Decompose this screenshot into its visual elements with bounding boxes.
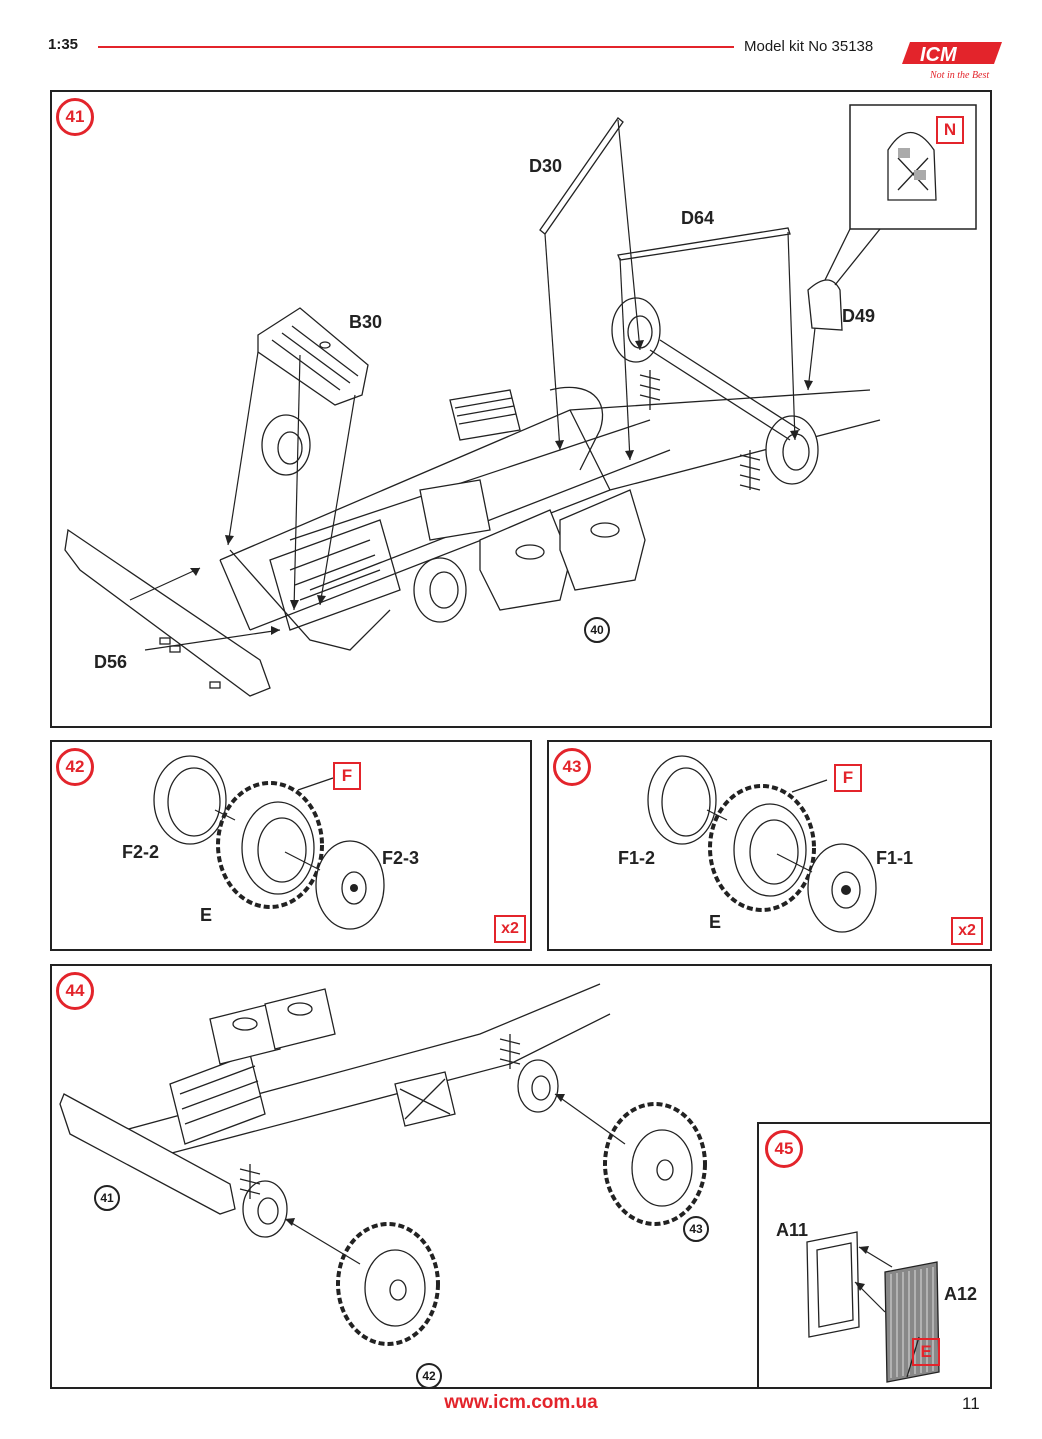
part-label-e: E	[709, 912, 722, 932]
quantity-x2: x2	[494, 915, 526, 943]
part-label-f1-1: F1-1	[876, 848, 914, 868]
scale-label: 1:35	[48, 36, 79, 53]
wheel-42-drawing	[153, 755, 385, 930]
part-label-a11: A11	[776, 1220, 809, 1240]
quantity-x2: x2	[951, 917, 983, 945]
wheel-43-drawing	[647, 755, 877, 933]
step-41-panel	[50, 90, 992, 728]
step-ref-42: 42	[416, 1363, 442, 1389]
step-43-panel	[547, 740, 992, 951]
step-42-badge: 42	[56, 748, 94, 786]
icm-logo: ICM Not in the Best	[902, 34, 1012, 84]
part-label-f2-3: F2-3	[382, 848, 420, 868]
svg-text:ICM: ICM	[920, 44, 958, 66]
part-label-d64: D64	[681, 208, 715, 228]
part-label-f1-2: F1-2	[618, 848, 656, 868]
page-number: 11	[962, 1394, 980, 1413]
part-label-b30: B30	[349, 312, 383, 332]
step-45-panel	[757, 1122, 992, 1389]
step-42-panel	[50, 740, 532, 951]
sprue-tag-f: F	[333, 762, 361, 790]
part-label-f2-2: F2-2	[122, 842, 160, 862]
part-label-a12: A12	[944, 1284, 978, 1304]
sprue-tag-f: F	[834, 764, 862, 792]
part-label-d56: D56	[94, 652, 128, 672]
step-43-badge: 43	[553, 748, 591, 786]
step-41-badge: 41	[56, 98, 94, 136]
sprue-tag-n: N	[936, 116, 964, 144]
step-ref-40: 40	[584, 617, 610, 643]
step-45-badge: 45	[765, 1130, 803, 1168]
footer-website[interactable]: www.icm.com.ua	[444, 1392, 598, 1413]
header-rule	[98, 46, 734, 48]
step-ref-41: 41	[94, 1185, 120, 1211]
radiator-drawing	[806, 1231, 940, 1383]
kit-number: Model kit No 35138	[744, 38, 874, 55]
step-ref-43: 43	[683, 1216, 709, 1242]
step-44-badge: 44	[56, 972, 94, 1010]
sprue-tag-e: E	[912, 1338, 940, 1366]
part-label-e: E	[200, 905, 213, 925]
chassis-drawing	[64, 104, 977, 697]
assembly-44-drawing	[59, 983, 707, 1346]
part-label-d30: D30	[529, 156, 563, 176]
part-label-d49: D49	[842, 306, 876, 326]
svg-text:Not in the Best: Not in the Best	[929, 70, 989, 81]
